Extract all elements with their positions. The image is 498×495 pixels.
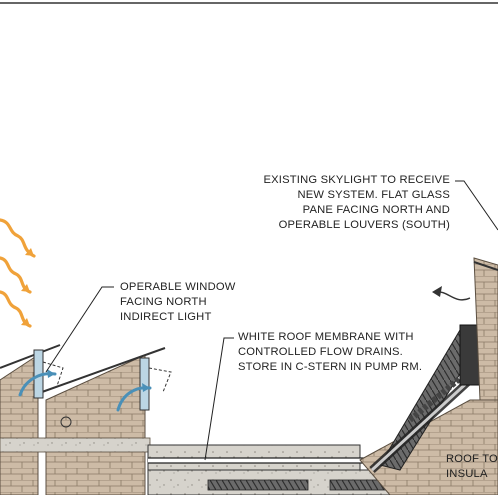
skylight-note-line: OPERABLE LOUVERS (SOUTH) xyxy=(278,219,450,231)
leader-membrane xyxy=(204,337,234,461)
sun-ray-arrowhead-icon xyxy=(25,248,34,256)
skylight-note-line: EXISTING SKYLIGHT TO RECEIVE xyxy=(263,174,450,186)
membrane-note-line: WHITE ROOF MEMBRANE WITH xyxy=(238,331,414,343)
roof-note-line: INSULA xyxy=(446,468,488,480)
leader-skylight xyxy=(455,180,498,231)
membrane-note: WHITE ROOF MEMBRANE WITH CONTROLLED FLOW… xyxy=(238,330,422,375)
leader-window xyxy=(45,286,114,373)
left-sawtooth-building xyxy=(0,344,172,495)
window-note: OPERABLE WINDOW FACING NORTH INDIRECT LI… xyxy=(120,280,236,325)
skylight-curb xyxy=(359,257,498,495)
window-note-line: FACING NORTH xyxy=(120,296,207,308)
membrane-note-line: CONTROLLED FLOW DRAINS. xyxy=(238,346,403,358)
sun-ray-arrowhead-icon xyxy=(21,284,30,292)
roof-note-line: ROOF TO xyxy=(446,453,498,465)
skylight-note-line: PANE FACING NORTH AND xyxy=(302,204,450,216)
skylight-note: EXISTING SKYLIGHT TO RECEIVE NEW SYSTEM.… xyxy=(263,173,450,233)
membrane-note-line: STORE IN C-STERN IN PUMP RM. xyxy=(238,361,423,373)
sun-ray-arrowhead-icon xyxy=(21,318,30,326)
skylight-note-line: NEW SYSTEM. FLAT GLASS xyxy=(297,189,450,201)
window-note-line: OPERABLE WINDOW xyxy=(120,281,236,293)
sun-ray-icon xyxy=(0,218,36,258)
skylight-air-arrow-icon xyxy=(435,291,471,301)
window-note-line: INDIRECT LIGHT xyxy=(120,311,212,323)
roof-note: ROOF TO INSULA xyxy=(446,452,498,482)
sun-rays xyxy=(0,218,36,328)
